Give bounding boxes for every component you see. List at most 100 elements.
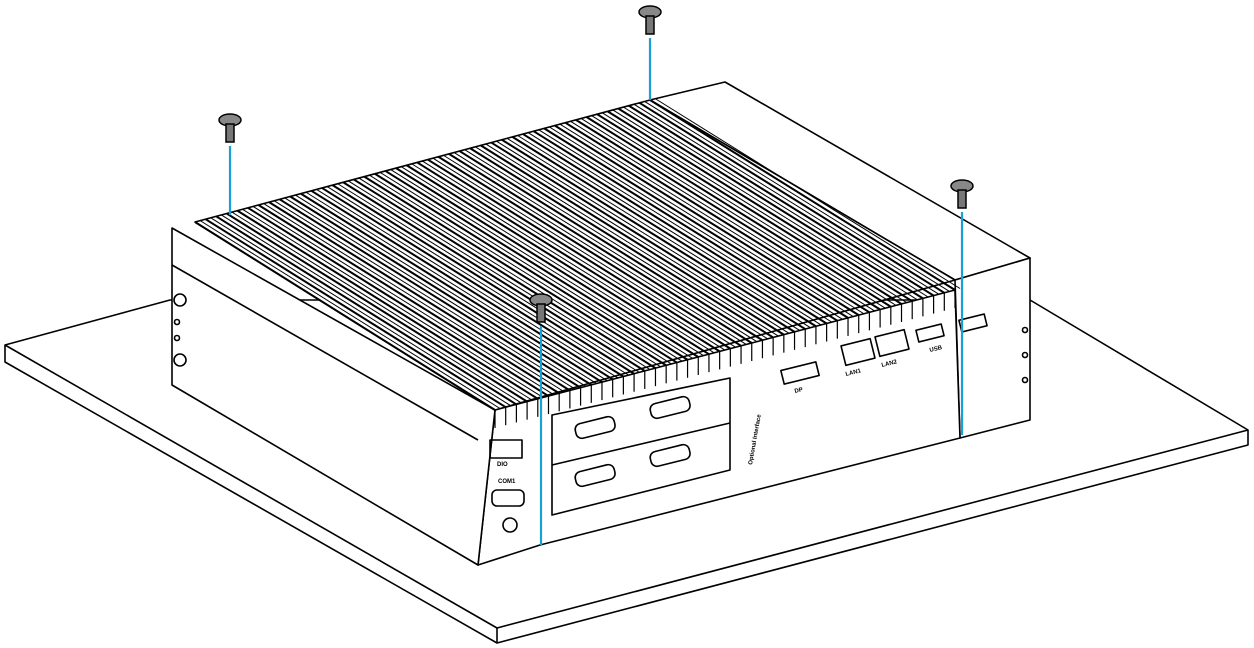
lan2-port bbox=[874, 328, 910, 358]
heatsink-fin bbox=[490, 141, 796, 333]
heatsink-fin bbox=[400, 166, 704, 356]
heatsink-fins bbox=[194, 98, 961, 428]
heatsink-fin bbox=[337, 183, 640, 373]
heatsink-fin bbox=[596, 113, 903, 305]
heatsink-fin bbox=[411, 163, 715, 354]
heatsink-fin bbox=[432, 157, 736, 348]
heatsink-fin bbox=[527, 132, 832, 323]
screw bbox=[638, 5, 662, 100]
heatsink-fin bbox=[591, 115, 897, 306]
heatsink-fin bbox=[575, 119, 881, 311]
dio-port bbox=[489, 439, 523, 459]
screw bbox=[529, 293, 553, 545]
heatsink-fin bbox=[427, 158, 731, 350]
label-com: COM1 bbox=[498, 479, 516, 485]
embedded-pc: DP LAN1 LAN2 USB Optional Interface DIO … bbox=[171, 81, 1031, 566]
heatsink-fin bbox=[522, 133, 828, 325]
heatsink-fin bbox=[390, 169, 693, 359]
label-dp: DP bbox=[794, 387, 804, 395]
mounting-holes bbox=[173, 293, 1029, 384]
heatsink-fin bbox=[644, 100, 950, 292]
com1-port bbox=[491, 489, 525, 507]
usb-port-1 bbox=[915, 323, 945, 343]
screw bbox=[218, 113, 242, 215]
heatsink-fin bbox=[496, 140, 800, 331]
screw-shaft-icon bbox=[536, 303, 546, 323]
label-lan1: LAN1 bbox=[845, 368, 862, 378]
heatsink-fin bbox=[231, 211, 533, 401]
heatsink-fin bbox=[395, 167, 699, 358]
screw-shaft-icon bbox=[225, 123, 235, 143]
heatsink-fin bbox=[316, 188, 618, 379]
heatsink-fin bbox=[464, 149, 768, 340]
heatsink-fin bbox=[564, 121, 870, 314]
heatsink-fin bbox=[199, 220, 501, 409]
screw-shaft-icon bbox=[957, 189, 967, 209]
heatsink-fin bbox=[607, 110, 913, 303]
heatsink-fin bbox=[453, 151, 758, 342]
heatsink-fin bbox=[268, 201, 571, 392]
heatsink-fin bbox=[215, 215, 517, 406]
screw bbox=[950, 179, 974, 435]
heatsink-fin bbox=[654, 98, 961, 289]
heatsink-fin bbox=[242, 208, 544, 398]
heatsink-fin bbox=[347, 180, 651, 370]
heatsink-fin bbox=[247, 206, 550, 397]
heatsink-fin bbox=[273, 200, 576, 390]
heatsink-fin bbox=[437, 155, 742, 347]
heatsink-fin bbox=[533, 130, 838, 322]
heatsink-fin bbox=[379, 171, 683, 362]
heatsink-fin bbox=[342, 181, 646, 372]
heatsink-fin bbox=[210, 217, 511, 407]
heatsink-fin bbox=[310, 189, 614, 381]
heatsink-fin bbox=[585, 116, 892, 308]
heatsink-fin bbox=[374, 172, 678, 364]
screws bbox=[218, 5, 974, 545]
ground-terminal bbox=[502, 517, 518, 533]
heatsink-fin bbox=[570, 120, 875, 312]
io-panel: DP LAN1 LAN2 USB Optional Interface DIO … bbox=[489, 313, 988, 533]
heatsink-fin bbox=[601, 112, 907, 303]
heatsink-fin bbox=[279, 198, 582, 389]
heatsink-fin bbox=[406, 164, 710, 356]
heatsink-fin bbox=[369, 174, 672, 365]
heatsink-fin bbox=[416, 161, 721, 353]
heatsink-fin bbox=[612, 109, 918, 301]
heatsink-fin bbox=[421, 160, 725, 351]
heatsink-fin bbox=[474, 146, 779, 337]
heatsink-fin bbox=[617, 107, 924, 300]
heatsink-fin bbox=[300, 192, 603, 383]
heatsink-fin bbox=[506, 137, 811, 328]
heatsink-fin bbox=[305, 191, 608, 382]
label-usb: USB bbox=[929, 345, 943, 354]
label-dio: DIO bbox=[497, 462, 508, 468]
heatsink-fin bbox=[294, 194, 597, 384]
heatsink-fin bbox=[263, 203, 565, 393]
dp-port bbox=[780, 361, 820, 385]
heatsink-fin bbox=[205, 218, 507, 409]
heatsink-fin bbox=[332, 184, 635, 375]
heatsink-fin bbox=[548, 126, 854, 317]
heatsink-fin bbox=[580, 117, 886, 309]
heatsink-fin bbox=[284, 197, 586, 387]
heatsink-fin bbox=[257, 204, 560, 395]
heatsink-fin bbox=[358, 177, 661, 368]
heatsink-fin bbox=[321, 187, 624, 378]
heatsink-fin bbox=[538, 129, 843, 320]
heatsink-fin bbox=[501, 138, 806, 330]
heatsink-fin bbox=[622, 106, 929, 298]
heatsink-fin bbox=[443, 154, 747, 345]
heatsink-fin bbox=[448, 153, 753, 344]
screw-shaft-icon bbox=[645, 15, 655, 35]
heatsink-fin bbox=[543, 127, 849, 319]
heatsink-fin bbox=[326, 186, 629, 376]
heatsink-fin bbox=[649, 99, 956, 291]
heatsink-fin bbox=[554, 124, 860, 316]
heatsink-fin bbox=[638, 101, 945, 294]
heatsink-fin bbox=[480, 144, 785, 336]
heatsink-fin bbox=[226, 212, 528, 403]
usb-port-2 bbox=[958, 313, 988, 333]
heatsink-fin bbox=[252, 205, 554, 395]
heatsink-fin bbox=[559, 123, 864, 315]
